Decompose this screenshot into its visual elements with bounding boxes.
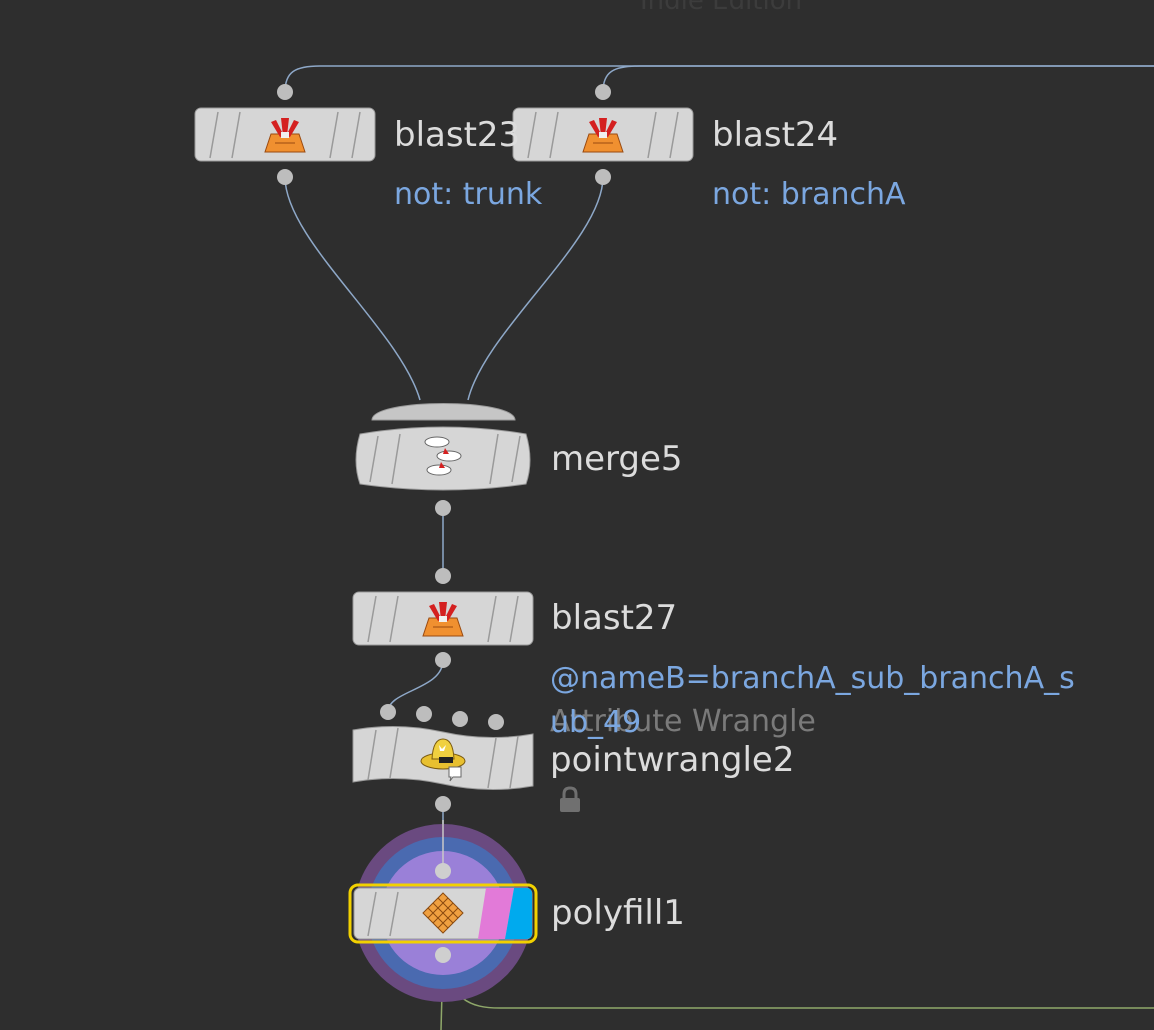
merge-icon — [424, 436, 462, 476]
wire-input-blast24 — [602, 65, 1154, 93]
node-stripes — [367, 595, 519, 643]
output-connector[interactable] — [435, 500, 451, 516]
blast-icon — [422, 602, 464, 637]
cowboy-hat-icon — [420, 738, 466, 782]
input-connector[interactable] — [277, 84, 293, 100]
input-connector-3[interactable] — [452, 711, 468, 727]
blast27-comment-line1: @nameB=branchA_sub_branchA_s — [550, 661, 1075, 696]
selected-outline — [348, 883, 538, 944]
node-polyfill1[interactable] — [348, 820, 538, 1002]
node-stripes — [367, 891, 399, 937]
polyfill-icon — [422, 892, 464, 934]
node-stripes — [367, 727, 519, 789]
wire-blast24-merge5 — [467, 176, 604, 401]
input-connector-2[interactable] — [416, 706, 432, 722]
node-blast24[interactable] — [512, 84, 694, 185]
output-connector[interactable] — [435, 652, 451, 668]
node-blast23[interactable] — [194, 84, 376, 185]
node-blast27[interactable] — [352, 568, 534, 668]
output-connector[interactable] — [435, 947, 451, 963]
wire-blast27-pointwrangle2 — [387, 659, 444, 713]
edition-watermark: Indie Edition — [640, 0, 803, 16]
node-stripes — [209, 111, 361, 159]
pointwrangle2-name-label[interactable]: pointwrangle2 — [550, 740, 795, 780]
blast24-comment: not: branchA — [712, 177, 906, 212]
blast24-name-label[interactable]: blast24 — [712, 115, 839, 155]
blast23-name-label[interactable]: blast23 — [394, 115, 521, 155]
wire-blast23-merge5 — [284, 176, 421, 401]
input-connector[interactable] — [435, 863, 451, 879]
input-connector[interactable] — [595, 84, 611, 100]
merge-input-bar[interactable] — [371, 403, 516, 421]
output-connector[interactable] — [595, 169, 611, 185]
node-merge5[interactable] — [355, 403, 531, 517]
blast-icon — [582, 118, 624, 153]
output-connector[interactable] — [277, 169, 293, 185]
input-connector-4[interactable] — [488, 714, 504, 730]
output-connector[interactable] — [435, 796, 451, 812]
template-flag[interactable] — [478, 888, 514, 939]
blast23-comment: not: trunk — [394, 177, 543, 212]
polyfill1-name-label[interactable]: polyfill1 — [551, 893, 685, 933]
merge5-name-label[interactable]: merge5 — [551, 439, 683, 479]
node-stripes — [369, 433, 521, 485]
node-pointwrangle2[interactable] — [352, 704, 534, 812]
blast-icon — [264, 118, 306, 153]
pointwrangle2-type-label: Attribute Wrangle — [550, 704, 816, 739]
node-stripes — [527, 111, 679, 159]
display-flag[interactable] — [505, 888, 532, 939]
wire-input-blast23 — [284, 65, 1154, 93]
blast27-comment-line2: ub_49 — [550, 705, 642, 740]
input-connector-1[interactable] — [380, 704, 396, 720]
input-connector[interactable] — [435, 568, 451, 584]
wire-polyfill1-output — [442, 954, 1154, 1009]
lock-icon[interactable] — [557, 786, 583, 814]
blast27-name-label[interactable]: blast27 — [551, 598, 678, 638]
